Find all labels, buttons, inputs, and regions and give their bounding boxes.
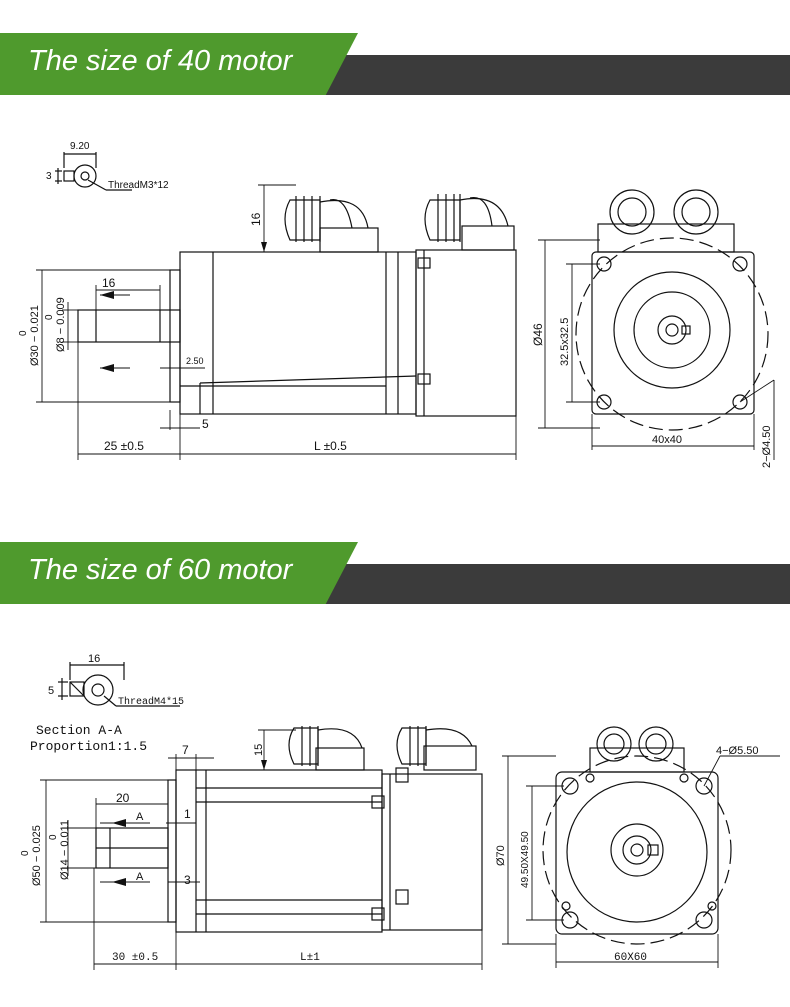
section-banner-60: The size of 60 motor: [0, 542, 790, 604]
shaft-dia-label-40: Ø8 − 0.009: [55, 297, 67, 352]
section-label-60: Section A-A: [36, 723, 122, 738]
proportion-label-60: Proportion1:1.5: [30, 739, 147, 754]
section-title-60: The size of 60 motor: [28, 554, 293, 586]
arrowheads-40: [100, 242, 267, 372]
key-depth-label-60: 1: [184, 807, 191, 821]
thread-detail-40: [55, 152, 132, 191]
side-dims-60: [40, 729, 483, 970]
frame-size-label-40: 40x40: [652, 434, 682, 446]
holes-label-60: 4−Ø5.50: [716, 745, 759, 757]
connector-height-label-40: 16: [249, 212, 263, 226]
shaft-tol-label-60: 0: [48, 834, 59, 840]
section-mark-top-label-60: A: [136, 811, 144, 823]
section-banner-40: The size of 40 motor: [0, 33, 790, 95]
flange-tol-label-40: 0: [18, 330, 29, 336]
thread-label-60: ThreadM4*15: [118, 696, 184, 708]
shaft-tol-label-40: 0: [44, 314, 55, 320]
side-view-40: [77, 194, 517, 417]
body-length-label-60: L±1: [300, 952, 320, 964]
banner-green-tab: [0, 542, 358, 604]
front-dims-40: [538, 239, 775, 460]
motor-40-drawing: 9.20 3 ThreadM3*12 16 16 0 Ø30 − 0.021 0…: [18, 141, 775, 468]
key-length-label-60: 20: [116, 791, 130, 805]
flange-thickness-label-40: 2.50: [186, 356, 204, 366]
flange-dia-label-60: Ø50 − 0.025: [31, 825, 43, 886]
motor-60-drawing: 16 5 ThreadM4*15 Section A-A Proportion1…: [20, 653, 780, 970]
bolt-spacing-label-60: 49.50X49.50: [520, 831, 531, 888]
section-mark-bottom-label-60: A: [136, 871, 144, 883]
shaft-length-label-60: 30 ±0.5: [112, 952, 158, 964]
shaft-length-label-40: 25 ±0.5: [104, 439, 144, 453]
thread-depth-label-40: 3: [46, 171, 52, 182]
shaft-dia-label-60: Ø14 − 0.011: [59, 820, 71, 880]
key-length-label-40: 16: [102, 276, 116, 290]
front-view-40: [575, 189, 769, 431]
step-label-40: 5: [202, 417, 209, 431]
connector-height-label-60: 15: [253, 744, 265, 756]
flange-dia-label-40: Ø30 − 0.021: [29, 305, 41, 366]
step-label-60: 3: [184, 873, 191, 887]
body-length-label-40: L ±0.5: [314, 439, 347, 453]
banner-green-tab: [0, 33, 358, 95]
thread-detail-60: [58, 662, 180, 707]
bolt-spacing-label-40: 32.5x32.5: [559, 318, 571, 366]
outer-dia-label-40: Ø46: [531, 323, 545, 346]
front-view-60: [542, 726, 732, 945]
arrowheads-60: [112, 760, 267, 886]
side-view-60: [95, 726, 483, 933]
flange-tol-label-60: 0: [20, 850, 31, 856]
holes-label-40: 2−Ø4.50: [761, 425, 773, 468]
frame-size-label-60: 60X60: [614, 952, 647, 964]
front-dims-60: [502, 755, 780, 968]
thread-depth-label-60: 5: [48, 685, 54, 697]
thread-label-40: ThreadM3*12: [108, 180, 169, 191]
side-dims-40: [36, 184, 517, 460]
outer-dia-label-60: Ø70: [495, 845, 507, 866]
flange-offset-label-60: 7: [182, 743, 189, 757]
section-title-40: The size of 40 motor: [28, 45, 293, 77]
thread-width-label-60: 16: [88, 653, 100, 665]
thread-width-label-40: 9.20: [70, 141, 90, 152]
